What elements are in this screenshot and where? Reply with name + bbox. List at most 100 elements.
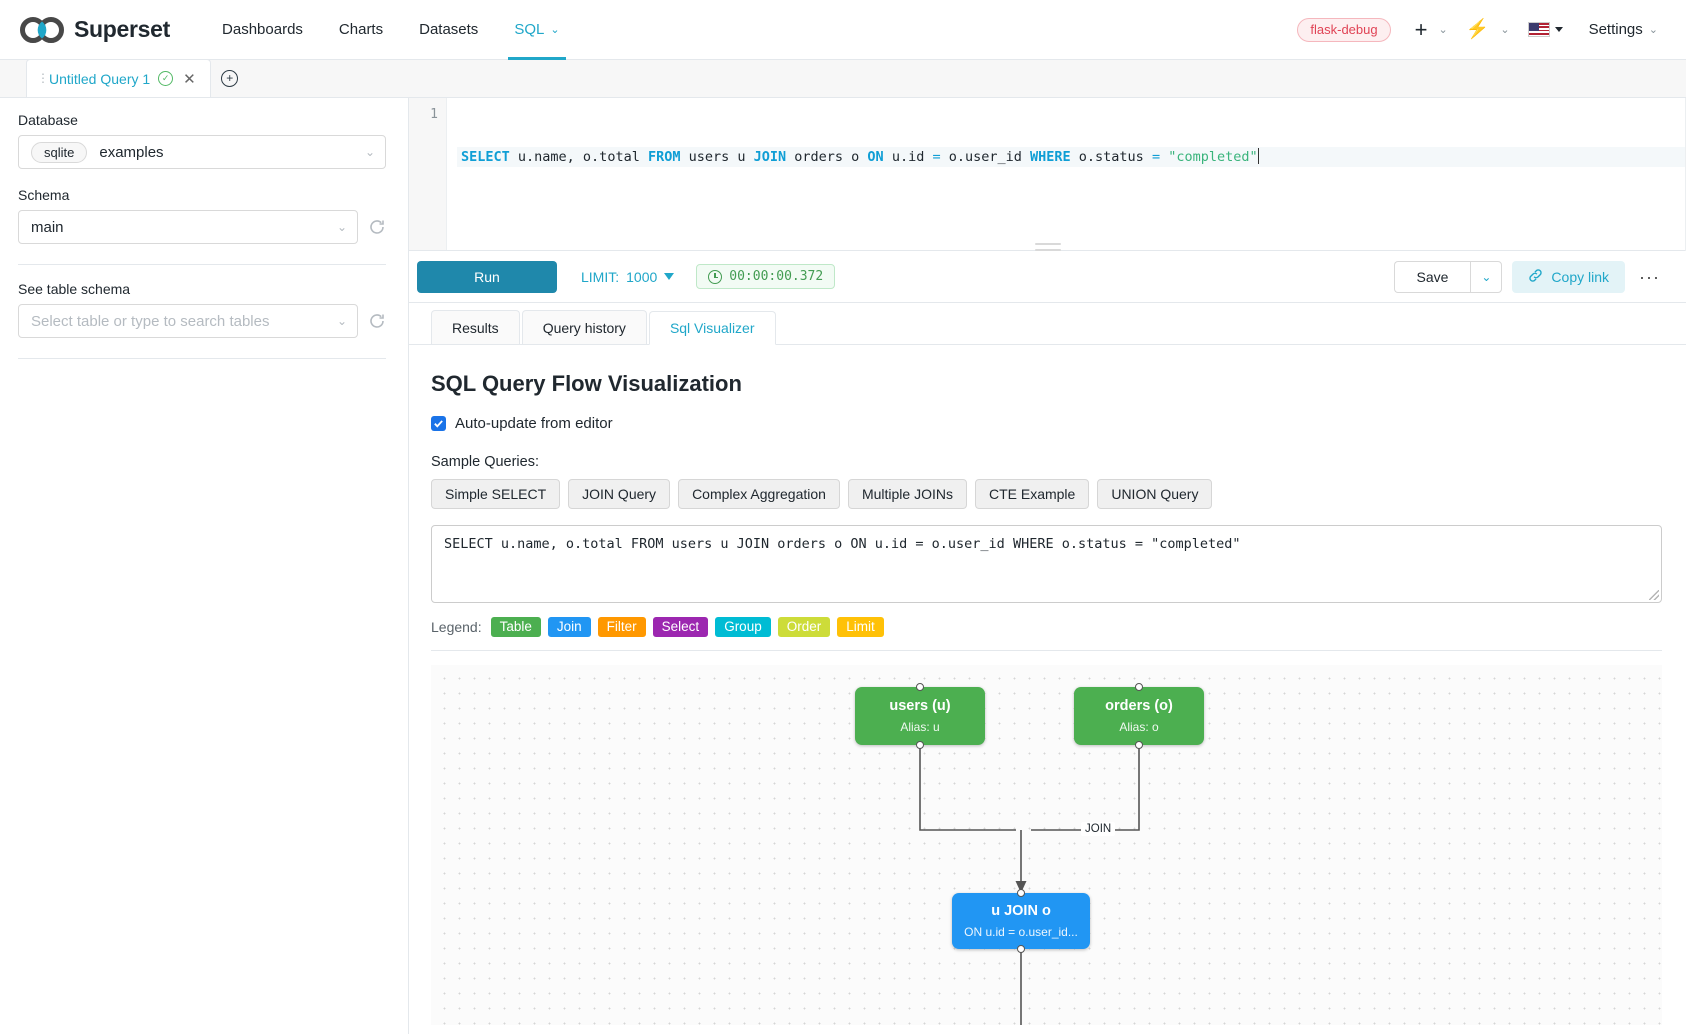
limit-dropdown[interactable]: LIMIT: 1000 <box>581 268 675 285</box>
sidebar-divider <box>18 264 386 265</box>
node-handle-top[interactable] <box>1017 889 1025 897</box>
table-schema-label: See table schema <box>18 281 131 297</box>
us-flag-icon <box>1527 22 1550 37</box>
schema-label: Schema <box>18 187 70 203</box>
flow-canvas[interactable]: JOIN users (u) Alias: u orders (o) Alias… <box>431 665 1662 1025</box>
flow-node-users[interactable]: users (u) Alias: u <box>855 683 985 749</box>
more-options-button[interactable]: ··· <box>1639 266 1660 287</box>
legend: Legend: Table Join Filter Select Group O… <box>431 617 1662 650</box>
auto-update-checkbox[interactable] <box>431 416 446 431</box>
flow-node-orders-alias: Alias: o <box>1119 720 1159 735</box>
tab-sql-visualizer-label: Sql Visualizer <box>669 320 755 336</box>
auto-update-row: Auto-update from editor <box>431 415 1662 432</box>
flow-node-join[interactable]: u JOIN o ON u.id = o.user_id... <box>952 889 1090 953</box>
schema-select[interactable]: main ⌄ <box>18 210 358 244</box>
toolbar-right-group: Save ⌄ Copy link <box>1393 260 1665 293</box>
table-select-placeholder: Select table or type to search tables <box>31 312 270 330</box>
flow-node-orders[interactable]: orders (o) Alias: o <box>1074 683 1204 749</box>
sample-queries-group: Simple SELECT JOIN Query Complex Aggrega… <box>431 479 1662 509</box>
text-cursor <box>1257 148 1259 164</box>
editor-code-line: SELECT u.name, o.total FROM users u JOIN… <box>457 147 1686 167</box>
tab-query-history-label: Query history <box>542 319 626 336</box>
flow-node-join-title: u JOIN o <box>991 902 1051 919</box>
copy-link-label: Copy link <box>1551 268 1610 285</box>
editor-line-number: 1 <box>430 107 438 122</box>
sample-button-multiple-joins[interactable]: Multiple JOINs <box>847 479 967 509</box>
sample-button-complex-aggregation[interactable]: Complex Aggregation <box>678 479 840 509</box>
table-schema-row: Select table or type to search tables ⌄ <box>18 304 386 338</box>
link-icon <box>1528 268 1543 286</box>
tab-query-history[interactable]: Query history <box>521 310 647 344</box>
database-value: examples <box>99 143 164 161</box>
brand[interactable]: Superset <box>20 16 170 43</box>
refresh-icon[interactable] <box>368 312 386 330</box>
legend-item-order: Order <box>777 617 831 637</box>
tab-results-label: Results <box>452 319 499 336</box>
language-selector[interactable] <box>1522 18 1569 41</box>
node-handle-bottom[interactable] <box>1135 741 1143 749</box>
node-handle-bottom[interactable] <box>916 741 924 749</box>
textarea-resize-grip[interactable] <box>1649 590 1659 600</box>
limit-label: LIMIT: <box>581 268 620 285</box>
new-menu-button[interactable]: + ⌄ <box>1409 17 1454 43</box>
database-label: Database <box>18 112 78 128</box>
query-tabs-bar: ⋮ Untitled Query 1 ✓ ✕ + <box>0 59 1686 98</box>
table-select[interactable]: Select table or type to search tables ⌄ <box>18 304 358 338</box>
nav-item-datasets[interactable]: Datasets <box>401 0 496 60</box>
settings-menu[interactable]: Settings ⌄ <box>1575 21 1662 38</box>
panel-resize-handle[interactable] <box>1034 243 1061 251</box>
nav-item-sql[interactable]: SQL ⌄ <box>496 0 577 60</box>
quick-actions-button[interactable]: ⚡ ⌄ <box>1460 16 1516 43</box>
node-handle-top[interactable] <box>1135 683 1143 691</box>
node-handle-top[interactable] <box>916 683 924 691</box>
node-handle-bottom[interactable] <box>1017 945 1025 953</box>
nav-right-group: flask-debug + ⌄ ⚡ ⌄ Settings ⌄ <box>1297 16 1662 43</box>
save-dropdown-button[interactable]: ⌄ <box>1470 260 1503 293</box>
editor-gutter: 1 <box>409 98 447 250</box>
top-navbar: Superset Dashboards Charts Datasets SQL … <box>0 0 1686 60</box>
query-tab-label: Untitled Query 1 <box>49 70 151 87</box>
database-select[interactable]: sqlite examples ⌄ <box>18 135 386 169</box>
copy-link-button[interactable]: Copy link <box>1512 260 1626 293</box>
query-input[interactable] <box>431 525 1662 603</box>
close-icon[interactable]: ✕ <box>183 70 196 88</box>
sample-button-join-query[interactable]: JOIN Query <box>568 479 671 509</box>
save-button[interactable]: Save <box>1393 260 1471 293</box>
tab-sql-visualizer[interactable]: Sql Visualizer <box>648 311 776 345</box>
tab-results[interactable]: Results <box>431 310 520 344</box>
nav-item-charts[interactable]: Charts <box>321 0 401 60</box>
plus-circle-icon: + <box>221 69 239 87</box>
legend-item-limit: Limit <box>837 617 884 637</box>
sql-editor[interactable]: 1 SELECT u.name, o.total FROM users u JO… <box>409 98 1686 251</box>
legend-item-join: Join <box>547 617 591 637</box>
refresh-icon[interactable] <box>368 218 386 236</box>
legend-item-table: Table <box>490 617 541 637</box>
result-tabs: Results Query history Sql Visualizer <box>409 303 1686 345</box>
chevron-down-icon: ⌄ <box>336 220 347 234</box>
sample-button-cte-example[interactable]: CTE Example <box>974 479 1090 509</box>
nav-item-sql-label: SQL <box>514 21 545 38</box>
editor-toolbar: Run LIMIT: 1000 00:00:00.372 Save ⌄ <box>409 243 1686 303</box>
brand-name: Superset <box>74 16 171 42</box>
add-query-tab-button[interactable]: + <box>211 59 249 97</box>
database-engine-pill: sqlite <box>31 141 88 163</box>
editor-code-area[interactable]: SELECT u.name, o.total FROM users u JOIN… <box>447 98 1686 250</box>
nav-item-dashboards[interactable]: Dashboards <box>204 0 321 60</box>
settings-label: Settings <box>1588 21 1643 38</box>
run-button[interactable]: Run <box>417 260 557 293</box>
query-tab-untitled-query-1[interactable]: ⋮ Untitled Query 1 ✓ ✕ <box>26 59 211 97</box>
nav-item-charts-label: Charts <box>338 21 384 38</box>
sample-button-union-query[interactable]: UNION Query <box>1097 479 1213 509</box>
flow-node-users-title: users (u) <box>889 697 951 714</box>
sample-button-simple-select[interactable]: Simple SELECT <box>431 479 561 509</box>
check-circle-icon: ✓ <box>158 71 174 86</box>
chevron-down-icon: ⌄ <box>364 145 375 159</box>
sidebar-divider-bottom <box>18 358 386 359</box>
schema-row: main ⌄ <box>18 210 386 244</box>
right-panel: 1 SELECT u.name, o.total FROM users u JO… <box>409 98 1686 1034</box>
auto-update-label: Auto-update from editor <box>455 415 613 432</box>
drag-dots-icon: ⋮ <box>37 71 50 85</box>
limit-value: 1000 <box>626 268 658 285</box>
nav-item-dashboards-label: Dashboards <box>222 21 303 38</box>
